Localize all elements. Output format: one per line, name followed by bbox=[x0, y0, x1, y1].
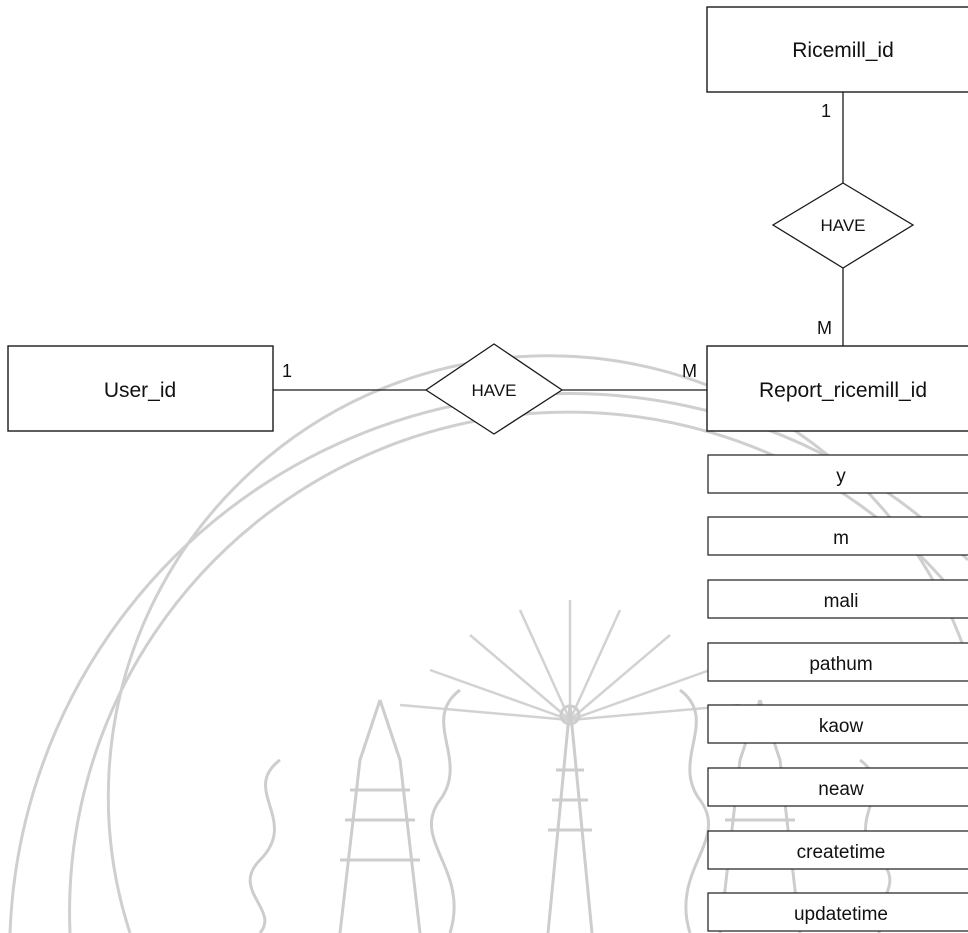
relationship-user-report-label: HAVE bbox=[471, 381, 516, 400]
cardinality-user-1: 1 bbox=[282, 361, 292, 381]
cardinality-report-m-horizontal: M bbox=[682, 361, 697, 381]
entity-ricemill-label: Ricemill_id bbox=[792, 39, 894, 62]
attribute-y-label: y bbox=[836, 466, 846, 487]
entity-user-box bbox=[7, 345, 274, 432]
attribute-item: y bbox=[707, 454, 968, 494]
attribute-m-label: m bbox=[833, 528, 849, 549]
attribute-item: neaw bbox=[707, 767, 968, 807]
attribute-pathum-box bbox=[707, 642, 968, 682]
attribute-pathum-label: pathum bbox=[809, 654, 872, 675]
attribute-updatetime-box bbox=[707, 892, 968, 932]
attribute-updatetime-label: updatetime bbox=[794, 904, 888, 925]
entity-ricemill-box bbox=[706, 6, 968, 93]
attribute-neaw-box bbox=[707, 767, 968, 807]
attribute-mali-label: mali bbox=[824, 591, 859, 612]
attribute-item: updatetime bbox=[707, 892, 968, 932]
relationship-ricemill-report: HAVE bbox=[771, 182, 915, 269]
attribute-list: y m mali pathum kaow neaw createtime up bbox=[707, 454, 968, 932]
relationship-user-report-diamond bbox=[424, 343, 564, 435]
relationship-user-report: HAVE bbox=[424, 343, 564, 435]
attribute-createtime-label: createtime bbox=[797, 842, 886, 863]
attribute-mali-box bbox=[707, 579, 968, 619]
attribute-item: createtime bbox=[707, 830, 968, 870]
entity-user: User_id bbox=[7, 345, 274, 432]
attribute-kaow-box bbox=[707, 704, 968, 744]
cardinality-ricemill-1: 1 bbox=[821, 101, 831, 121]
attribute-createtime-box bbox=[707, 830, 968, 870]
relationship-ricemill-report-label: HAVE bbox=[820, 216, 865, 235]
relationship-ricemill-report-diamond bbox=[771, 182, 915, 269]
attribute-kaow-label: kaow bbox=[819, 716, 864, 737]
entity-report-label: Report_ricemill_id bbox=[759, 379, 927, 402]
attribute-item: mali bbox=[707, 579, 968, 619]
entity-ricemill: Ricemill_id bbox=[706, 6, 968, 93]
cardinality-report-m-vertical: M bbox=[817, 318, 832, 338]
attribute-neaw-label: neaw bbox=[818, 779, 864, 800]
attribute-item: pathum bbox=[707, 642, 968, 682]
attribute-item: m bbox=[707, 516, 968, 556]
entity-report-box bbox=[706, 345, 968, 432]
entity-report: Report_ricemill_id bbox=[706, 345, 968, 432]
entity-user-label: User_id bbox=[104, 379, 176, 402]
attribute-item: kaow bbox=[707, 704, 968, 744]
attribute-y-box bbox=[707, 454, 968, 494]
attribute-m-box bbox=[707, 516, 968, 556]
